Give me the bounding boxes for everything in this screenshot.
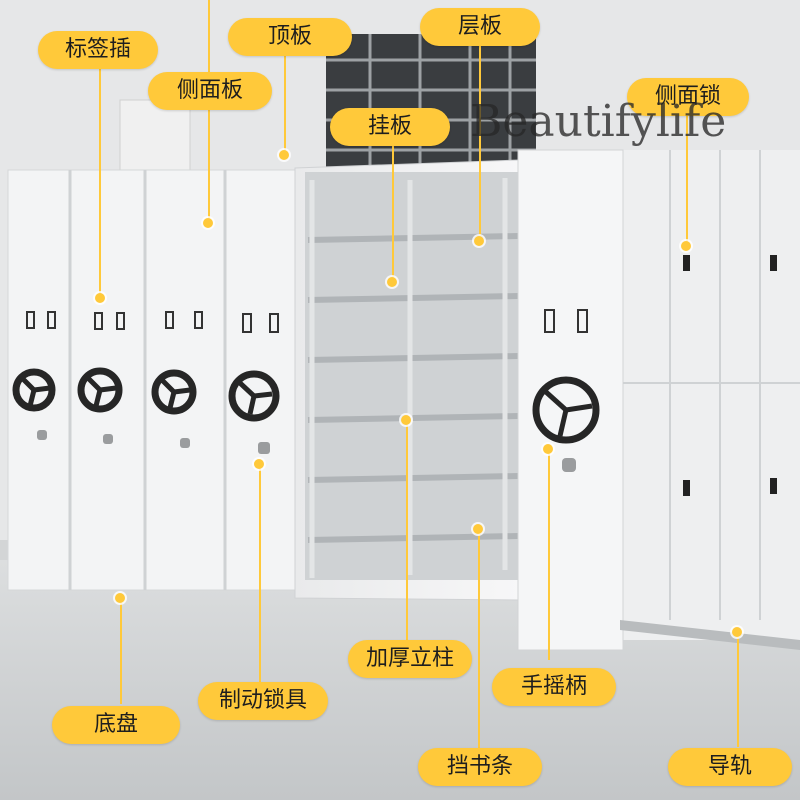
callout-dot — [387, 277, 397, 287]
callout-dot — [474, 236, 484, 246]
callout-dot — [95, 293, 105, 303]
open-shelves — [305, 172, 520, 580]
hanging-board-callout: 挂板 — [330, 108, 450, 146]
chassis-callout: 底盘 — [52, 706, 180, 744]
thick-column-callout: 加厚立柱 — [348, 640, 472, 678]
label-slots — [26, 309, 588, 333]
cabinet-right — [517, 149, 800, 651]
side-panel-callout: 侧面板 — [148, 72, 272, 110]
floor-rail — [620, 620, 800, 650]
guide-rail-callout: 导轨 — [668, 748, 792, 786]
hand-crank-callout: 手摇柄 — [492, 668, 616, 706]
book-stop-callout: 挡书条 — [418, 748, 542, 786]
callout-dot — [732, 627, 742, 637]
brake-locks — [37, 430, 576, 472]
top-panel-callout: 顶板 — [228, 18, 352, 56]
hand-wheel-spokes — [20, 376, 593, 437]
callout-dot — [681, 241, 691, 251]
label-slot-callout: 标签插 — [38, 31, 158, 69]
shelf-board-callout: 层板 — [420, 8, 540, 46]
callout-dot — [203, 218, 213, 228]
brake-lock-callout: 制动锁具 — [198, 682, 328, 720]
callout-dot — [401, 415, 411, 425]
callout-dot — [115, 593, 125, 603]
callout-dot — [473, 524, 483, 534]
callout-dot — [254, 459, 264, 469]
watermark: Beautifylife — [470, 96, 727, 147]
hand-wheels — [12, 367, 600, 444]
callout-dot — [279, 150, 289, 160]
side-lock-callout: 侧面锁 — [627, 78, 749, 116]
callout-dot — [543, 444, 553, 454]
